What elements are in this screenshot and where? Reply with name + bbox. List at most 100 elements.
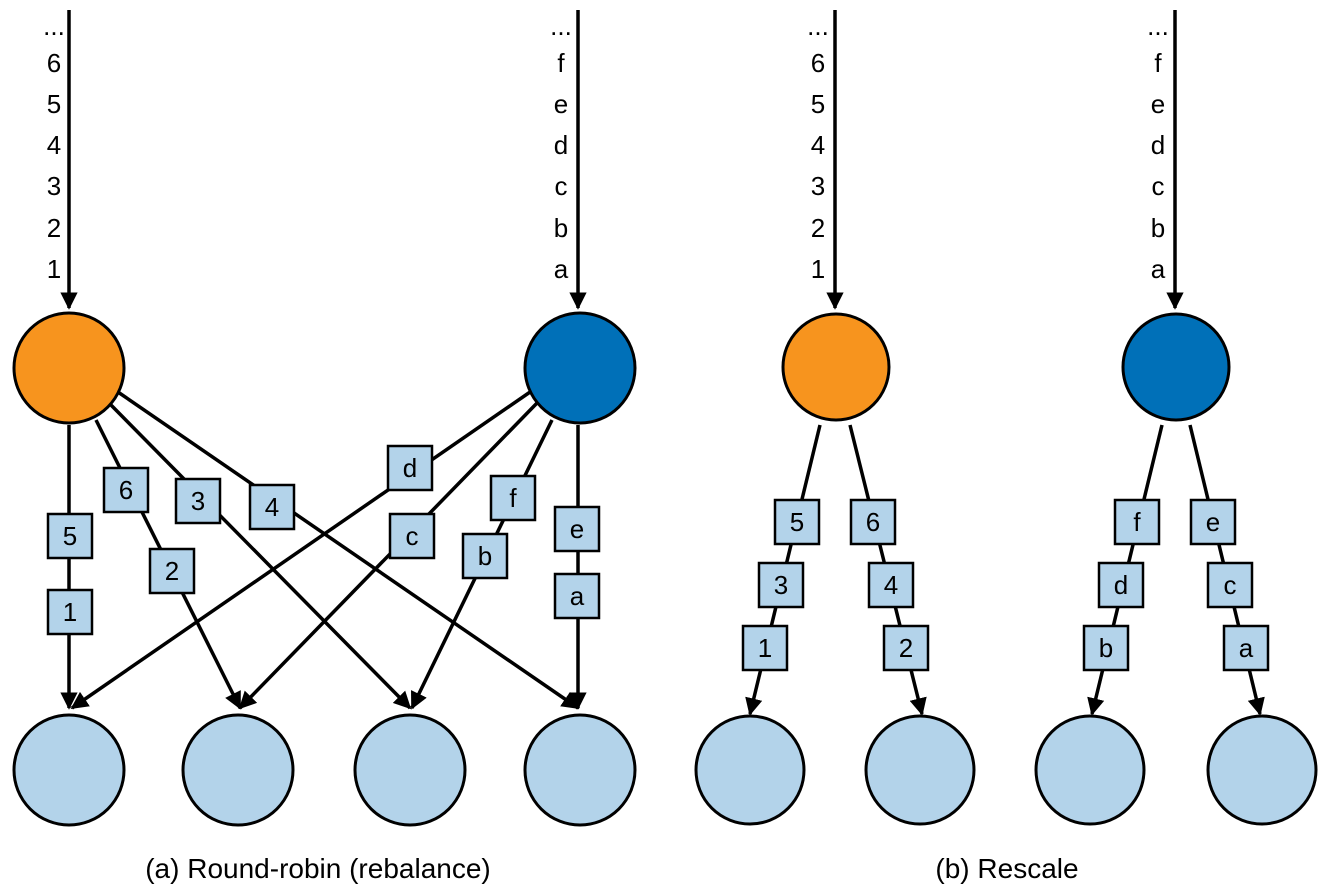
- stream-label: ...: [807, 11, 829, 41]
- record-label: 3: [774, 570, 788, 600]
- record-label: 2: [165, 556, 179, 586]
- record-label: a: [1239, 633, 1254, 663]
- caption-round-robin: (a) Round-robin (rebalance): [145, 853, 491, 884]
- stream-label: ...: [1147, 11, 1169, 41]
- record-label: 1: [63, 597, 77, 627]
- target-node: [1206, 714, 1318, 826]
- record-label: 6: [119, 475, 133, 505]
- record-label: c: [1224, 570, 1237, 600]
- record-label: 6: [866, 507, 880, 537]
- stream-label: e: [554, 89, 568, 119]
- target-node: [353, 713, 467, 827]
- record-label: d: [1114, 570, 1128, 600]
- record-box: a: [1222, 624, 1270, 672]
- record-label: 5: [63, 521, 77, 551]
- stream-label: c: [555, 171, 568, 201]
- record-box: 1: [741, 624, 789, 672]
- stream-label: 6: [811, 48, 825, 78]
- record-box: d: [386, 444, 434, 492]
- record-box: 3: [174, 477, 222, 525]
- record-label: 4: [884, 570, 898, 600]
- record-label: 3: [191, 486, 205, 516]
- stream-label: 3: [47, 171, 61, 201]
- stream-label: 5: [47, 89, 61, 119]
- stream-label: 4: [47, 130, 61, 160]
- record-label: f: [509, 483, 517, 513]
- record-box: 4: [248, 483, 296, 531]
- record-label: 1: [758, 633, 772, 663]
- source-node-orange: [12, 311, 126, 425]
- record-label: a: [570, 581, 585, 611]
- stream-label: a: [554, 254, 569, 284]
- record-box: b: [461, 532, 509, 580]
- stream-label: 6: [47, 48, 61, 78]
- record-box: e: [1189, 498, 1237, 546]
- stream-labels-a1: ... 6 5 4 3 2 1: [43, 11, 65, 284]
- source-node-blue: [523, 311, 637, 425]
- record-label: c: [406, 521, 419, 551]
- stream-label: f: [557, 48, 565, 78]
- record-label: b: [1099, 633, 1113, 663]
- record-box: d: [1097, 561, 1145, 609]
- record-box: a: [553, 572, 601, 620]
- record-box: 5: [773, 498, 821, 546]
- record-box: 6: [102, 466, 150, 514]
- stream-label: c: [1152, 171, 1165, 201]
- target-node: [694, 714, 806, 826]
- record-label: 4: [265, 492, 279, 522]
- source-node-blue: [1121, 312, 1231, 422]
- stream-labels-b2: ... f e d c b a: [1147, 11, 1169, 284]
- stream-label: d: [554, 130, 568, 160]
- edge-a-orange-t4: [114, 388, 580, 710]
- stream-label: 1: [47, 254, 61, 284]
- record-box: 6: [849, 498, 897, 546]
- edge-a-orange-t3: [108, 402, 412, 710]
- stream-label: 3: [811, 171, 825, 201]
- stream-label: b: [554, 213, 568, 243]
- stream-labels-b1: ... 6 5 4 3 2 1: [807, 11, 829, 284]
- record-box: 3: [757, 561, 805, 609]
- record-box: 5: [46, 512, 94, 560]
- target-node: [864, 714, 976, 826]
- record-box: 4: [867, 561, 915, 609]
- stream-label: b: [1151, 213, 1165, 243]
- stream-label: ...: [550, 11, 572, 41]
- target-node: [181, 713, 295, 827]
- record-box: c: [1206, 561, 1254, 609]
- stream-label: 1: [811, 254, 825, 284]
- stream-label: 2: [811, 213, 825, 243]
- record-label: f: [1133, 507, 1141, 537]
- record-label: e: [1206, 507, 1220, 537]
- stream-label: f: [1154, 48, 1162, 78]
- stream-label: ...: [43, 11, 65, 41]
- record-label: e: [570, 514, 584, 544]
- target-node: [12, 713, 126, 827]
- record-label: 5: [790, 507, 804, 537]
- edge-a-blue-t1: [70, 388, 534, 710]
- stream-label: 2: [47, 213, 61, 243]
- record-box: 1: [46, 588, 94, 636]
- target-node: [523, 713, 637, 827]
- panel-b-rescale: ... 6 5 4 3 2 1 ... f e d c b a 5 3 1 6: [694, 10, 1318, 884]
- record-box: b: [1082, 624, 1130, 672]
- record-box: f: [489, 474, 537, 522]
- stream-label: 5: [811, 89, 825, 119]
- record-label: d: [403, 453, 417, 483]
- stream-label: a: [1151, 254, 1166, 284]
- record-box: 2: [148, 547, 196, 595]
- panel-a-round-robin: ... 6 5 4 3 2 1 ... f e d c b a: [12, 10, 637, 884]
- stream-label: e: [1151, 89, 1165, 119]
- stream-labels-a2: ... f e d c b a: [550, 11, 572, 284]
- record-box: e: [553, 505, 601, 553]
- record-box: 2: [882, 624, 930, 672]
- target-node: [1034, 714, 1146, 826]
- record-box: c: [388, 512, 436, 560]
- stream-label: 4: [811, 130, 825, 160]
- caption-rescale: (b) Rescale: [935, 853, 1078, 884]
- stream-label: d: [1151, 130, 1165, 160]
- record-label: b: [478, 541, 492, 571]
- record-box: f: [1113, 498, 1161, 546]
- source-node-orange: [781, 312, 891, 422]
- record-label: 2: [899, 633, 913, 663]
